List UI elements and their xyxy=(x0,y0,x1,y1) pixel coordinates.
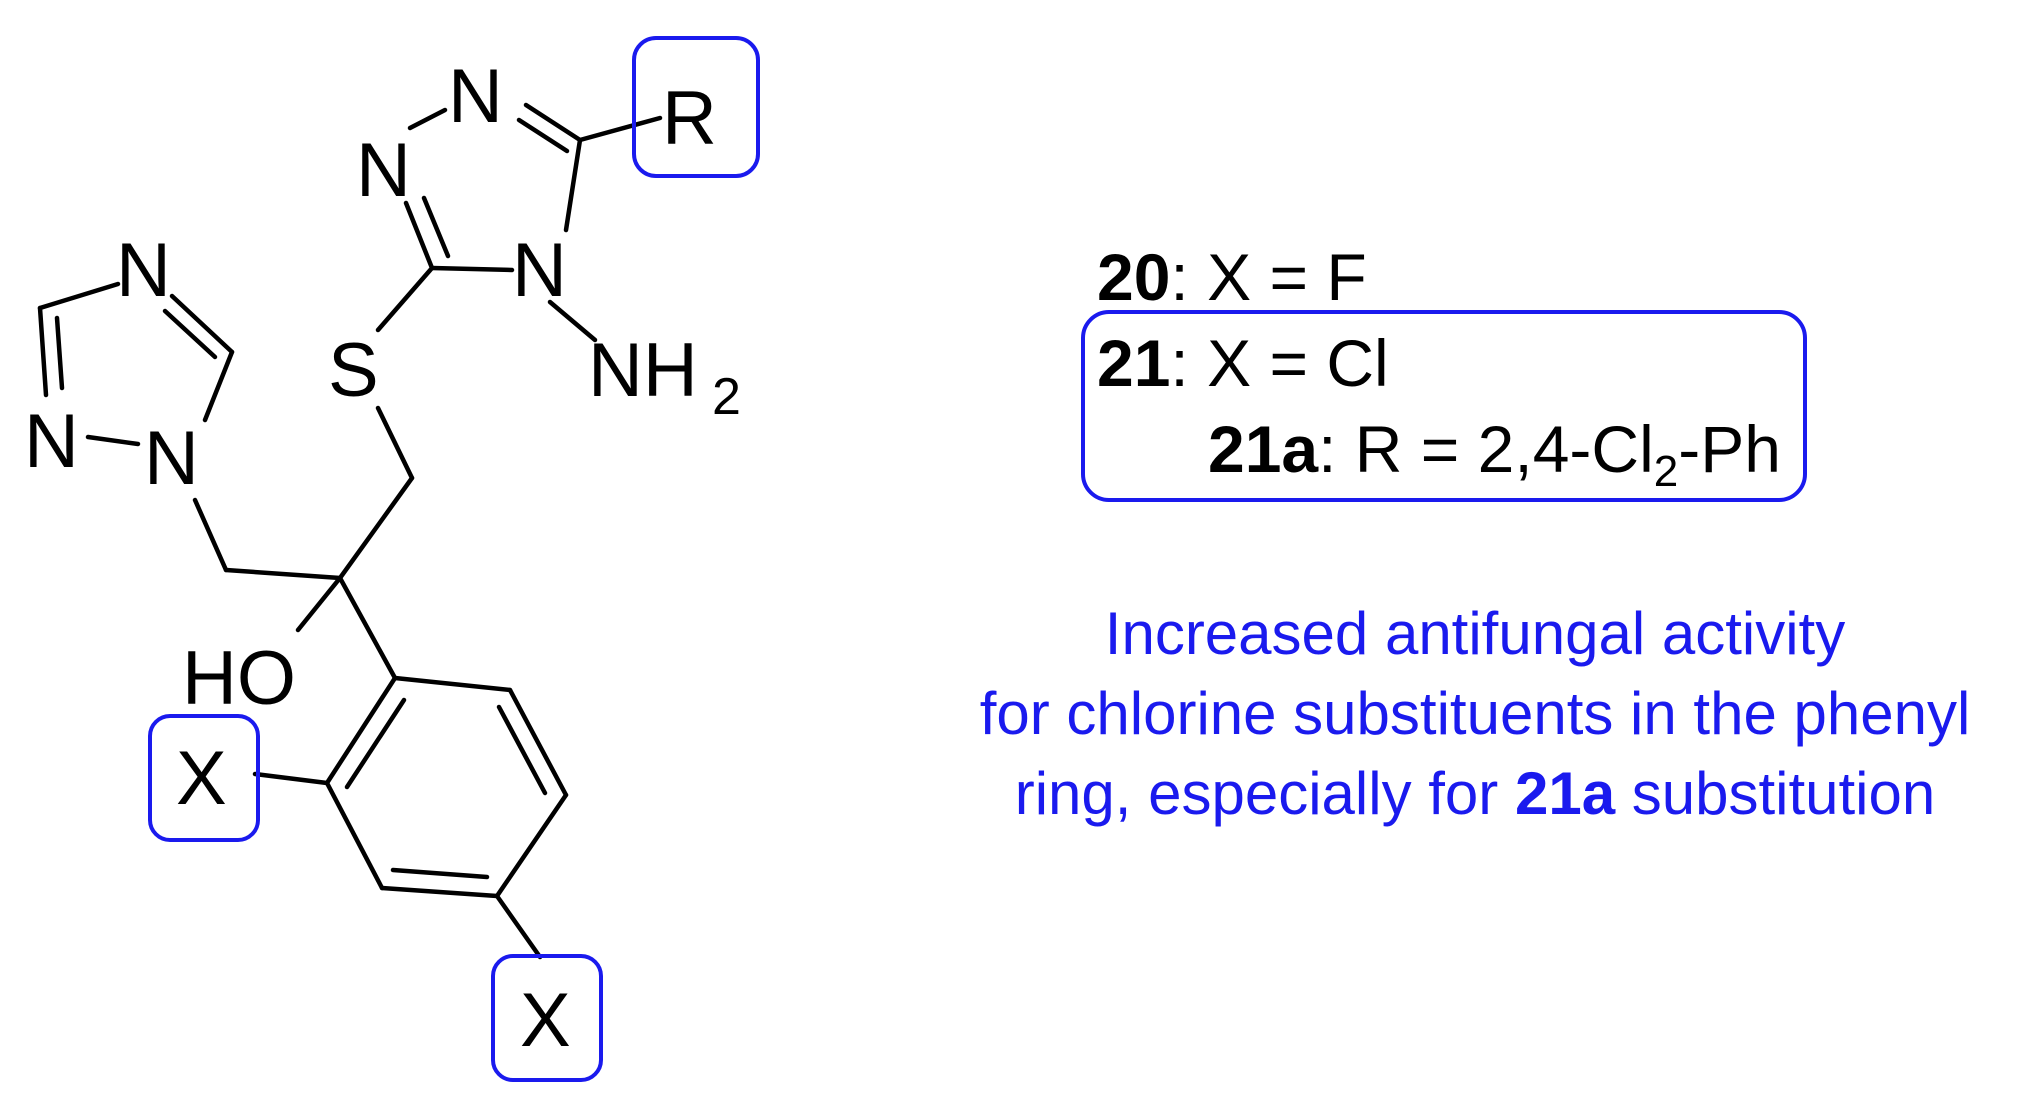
atom-x-para: X xyxy=(520,978,571,1063)
bond-lines xyxy=(37,102,663,960)
atom-n-amino-triazole-1: N xyxy=(448,54,503,139)
legend-line-21a: 21a: R = 2,4-Cl2-Ph xyxy=(1208,412,1781,496)
legend-line-20: 20: X = F xyxy=(1097,240,1367,314)
bond-cq-ch2s xyxy=(337,475,415,581)
bond-c5-n4 xyxy=(169,293,235,355)
note-line-2: for chlorine substituents in the phenyl xyxy=(980,680,1971,747)
bond-ph-c4c5 xyxy=(494,792,569,899)
legend-20-text: : X = F xyxy=(1170,240,1366,314)
bond-ch2s-s xyxy=(375,405,415,481)
atom-n1-triazole: N xyxy=(144,416,199,501)
bond-s-c3 xyxy=(375,265,435,333)
bond-n2t-n1t xyxy=(407,107,448,131)
bond-ph-c3c4 xyxy=(379,885,500,899)
legend-20-id: 20 xyxy=(1097,240,1170,314)
bond-n4-c3 xyxy=(37,281,121,311)
activity-note: Increased antifungal activity for chlori… xyxy=(980,600,1971,827)
atom-labels: N N N N N N NH 2 S HO R X X xyxy=(24,54,741,1063)
note-line-3-end: substitution xyxy=(1615,760,1935,827)
legend-21a-text: : R = 2,4-Cl xyxy=(1318,412,1654,486)
atom-r-group: R xyxy=(662,76,717,161)
legend-21-id: 21 xyxy=(1097,326,1170,400)
bond-ph-c5c6-double xyxy=(496,704,548,796)
bond-ph-x-ortho xyxy=(252,771,330,786)
amine-group: NH 2 xyxy=(588,328,741,426)
bond-ph-c6c1 xyxy=(392,675,513,693)
bond-c5t-n4t xyxy=(563,137,583,233)
bond-n1-c5 xyxy=(202,349,235,423)
bond-n1t-c5t-double xyxy=(516,117,570,154)
note-line-3-start: ring, especially for xyxy=(1015,760,1515,827)
atom-hydroxyl: HO xyxy=(182,636,296,721)
bond-n4t-c3 xyxy=(429,265,515,273)
atom-n-triazole-top: N xyxy=(116,228,171,313)
bond-ph-c2c3 xyxy=(324,780,385,891)
bond-ph-x-para xyxy=(494,893,543,960)
x-ortho-highlight-box xyxy=(148,714,260,842)
atom-n-amino-triazole-4: N xyxy=(512,228,567,313)
bond-c3-n2t xyxy=(403,200,435,271)
bond-cq-ph xyxy=(337,575,398,681)
atom-sulfur: S xyxy=(328,328,379,413)
bond-ph-c3c4-double xyxy=(390,867,490,880)
bond-c5-n4-double xyxy=(162,308,218,360)
bond-n1-ch2 xyxy=(192,497,229,573)
bond-ch2-cq xyxy=(223,567,343,581)
highlight-boxes xyxy=(148,36,1807,1082)
bond-ph-c1c2 xyxy=(324,675,398,786)
legend-21-text: : X = Cl xyxy=(1170,326,1388,400)
bond-c3-n2-double xyxy=(54,315,65,391)
r-group-highlight-box xyxy=(632,36,760,178)
note-line-1: Increased antifungal activity xyxy=(1105,600,1845,667)
bond-n2-n1 xyxy=(85,434,141,447)
atom-nh-amine: NH xyxy=(588,328,698,413)
atom-x-ortho: X xyxy=(176,736,227,821)
bond-ph-c5c6 xyxy=(507,687,569,798)
compound-legend: 20: X = F 21: X = Cl 21a: R = 2,4-Cl2-Ph xyxy=(1097,240,1781,496)
bond-n4t-nh2 xyxy=(547,299,598,343)
atom-nh2-subscript: 2 xyxy=(712,368,741,426)
legend-21a-subscript: 2 xyxy=(1654,447,1678,496)
legend-line-21: 21: X = Cl xyxy=(1097,326,1389,400)
bond-c5t-r xyxy=(577,115,663,143)
legend-21a-suffix: -Ph xyxy=(1678,412,1781,486)
legend-21-highlight-box xyxy=(1081,310,1807,502)
note-line-3: ring, especially for 21a substitution xyxy=(1015,760,1936,827)
bond-cq-oh xyxy=(295,575,343,633)
bond-ph-c1c2-double xyxy=(344,697,407,790)
note-line-3-bold: 21a xyxy=(1515,760,1616,827)
atom-n-triazole-left: N xyxy=(24,399,79,484)
bond-c3-n2 xyxy=(37,305,49,398)
bond-c3-n2t-double xyxy=(421,195,451,259)
legend-21a-id: 21a xyxy=(1208,412,1319,486)
bond-n1t-c5t xyxy=(523,102,583,143)
x-para-highlight-box xyxy=(491,954,603,1082)
atom-n-amino-triazole-2: N xyxy=(356,128,411,213)
